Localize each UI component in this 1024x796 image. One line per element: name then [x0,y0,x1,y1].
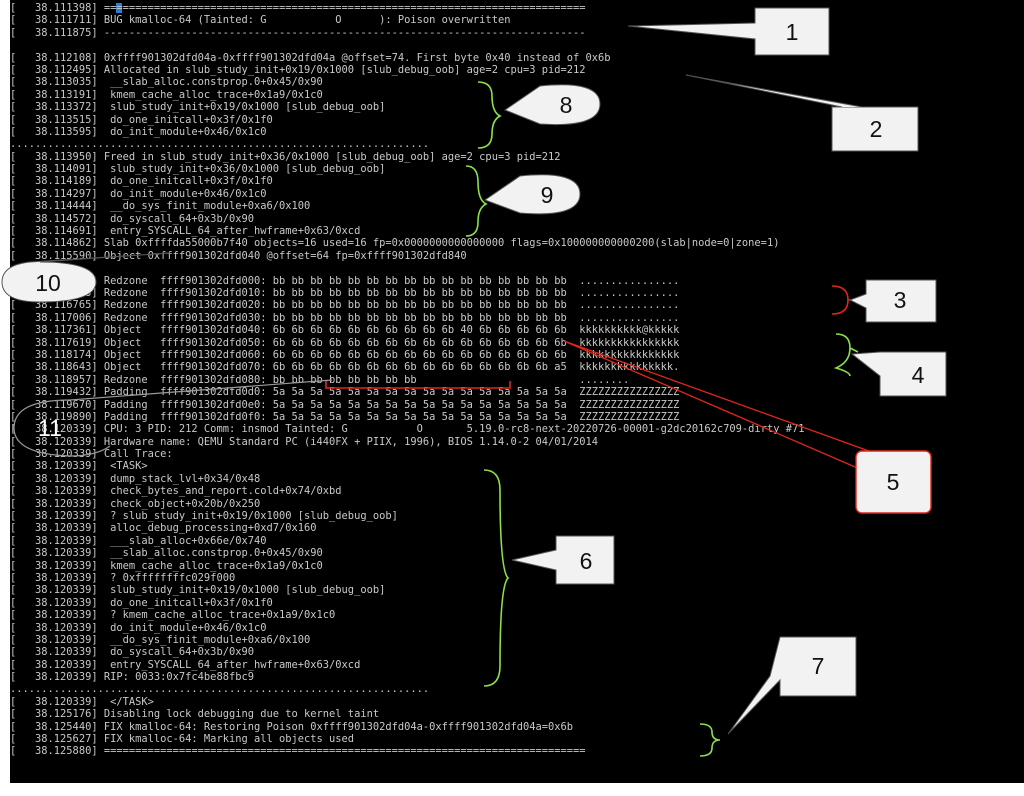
log-line: [ 38.120339] __slab_alloc.constprop.0+0x… [10,547,323,560]
log-line: [ 38.114862] Slab 0xffffda55000b7f40 obj… [10,237,780,250]
log-line: [ 38.120339] ___slab_alloc+0x66e/0x740 [10,534,267,547]
log-line: [ 38.120339] check_bytes_and_report.cold… [10,485,342,498]
log-line: [ 38.120339] entry_SYSCALL_64_after_hwfr… [10,658,361,671]
log-line: [ 38.118174] Object ffff901302dfd060: 6b… [10,348,680,361]
log-line: [ 38.116503] Redzone ffff901302dfd010: b… [10,286,680,299]
log-line: [ 38.112495] Allocated in slub_study_ini… [10,63,586,76]
log-line: [ 38.120339] Hardware name: QEMU Standar… [10,435,599,448]
log-line: [ 38.120339] __do_sys_finit_module+0xa6/… [10,633,311,646]
log-line: [ 38.112108] 0xffff901302dfd04a-0xffff90… [10,51,611,64]
log-line: [ 38.114691] entry_SYSCALL_64_after_hwfr… [10,225,361,238]
log-line: [ 38.119890] Padding ffff901302dfd0f0: 5… [10,410,680,423]
log-line: [ 38.113035] __slab_alloc.constprop.0+0x… [10,76,323,89]
log-line: [ 38.118957] Redzone ffff901302dfd080: b… [10,373,630,386]
log-line: [ 38.125627] FIX kmalloc-64: Marking all… [10,733,355,746]
log-line: [ 38.113191] kmem_cache_alloc_trace+0x1a… [10,88,323,101]
log-line: [ 38.120339] do_one_initcall+0x3f/0x1f0 [10,596,273,609]
log-line: [ 38.120339] ? 0xffffffffc029f000 [10,571,236,584]
log-line: [ 38.120339] Call Trace: [10,448,173,461]
log-line: [ 38.117361] Object ffff901302dfd040: 6b… [10,324,680,337]
log-line: [ 38.120339] dump_stack_lvl+0x34/0x48 [10,472,261,485]
log-line: ........................................… [10,683,430,696]
log-line: [ 38.120339] slub_study_init+0x19/0x1000… [10,584,386,597]
log-line: [ 38.120339] do_syscall_64+0x3b/0x90 [10,646,254,659]
text-cursor [116,3,122,13]
log-line: [ 38.120339] kmem_cache_alloc_trace+0x1a… [10,559,323,572]
log-line: [ 38.120339] RIP: 0033:0x7fc4be88fbc9 [10,671,254,684]
log-line: [ 38.125176] Disabling lock debugging du… [10,708,380,721]
log-line: [ 38.113515] do_one_initcall+0x3f/0x1f0 [10,113,273,126]
log-line: [ 38.114189] do_one_initcall+0x3f/0x1f0 [10,175,273,188]
log-line: [ 38.125440] FIX kmalloc-64: Restoring P… [10,720,574,733]
log-line: [ 38.111398] ===========================… [10,2,586,14]
log-line: [ 38.116250] Redzone ffff901302dfd000: b… [10,274,680,287]
log-line: [ 38.117619] Object ffff901302dfd050: 6b… [10,336,680,349]
log-line: [ 38.114297] do_init_module+0x46/0x1c0 [10,187,267,200]
log-line: [ 38.116765] Redzone ffff901302dfd020: b… [10,299,680,312]
log-line: [ 38.119432] Padding ffff901302dfd0d0: 5… [10,386,680,399]
log-line: [ 38.111875] ---------------------------… [10,26,586,39]
log-line: [ 38.120339] alloc_debug_processing+0xd7… [10,522,317,535]
log-line: [ 38.120339] ? slub_study_init+0x19/0x10… [10,510,398,523]
log-line: [ 38.114444] __do_sys_finit_module+0xa6/… [10,200,311,213]
terminal-window[interactable]: [ 38.111398] ===========================… [10,0,1024,783]
log-line: [ 38.118643] Object ffff901302dfd070: 6b… [10,361,680,374]
log-line: [ 38.115590] Object 0xffff901302dfd040 @… [10,249,467,262]
log-line: [ 38.113595] do_init_module+0x46/0x1c0 [10,125,267,138]
log-line [10,39,1024,51]
log-line: [ 38.113372] slub_study_init+0x19/0x1000… [10,101,386,114]
log-line: [ 38.125880] ===========================… [10,745,586,758]
log-line: [ 38.111711] BUG kmalloc-64 (Tainted: G … [10,14,511,27]
log-line: ........................................… [10,138,430,151]
log-line: [ 38.120339] do_init_module+0x46/0x1c0 [10,621,267,634]
log-line: [ 38.117006] Redzone ffff901302dfd030: b… [10,311,680,324]
log-line: [ 38.114091] slub_study_init+0x36/0x1000… [10,163,386,176]
log-line: [ 38.113950] Freed in slub_study_init+0x… [10,150,561,163]
kernel-log: [ 38.111398] ===========================… [10,2,1024,758]
log-line: [ 38.120339] CPU: 3 PID: 212 Comm: insmo… [10,423,805,436]
log-line: [ 38.120339] <TASK> [10,460,148,473]
log-line: [ 38.120339] ? kmem_cache_alloc_trace+0x… [10,609,336,622]
log-line: [ 38.120339] </TASK> [10,695,154,708]
log-line: [ 38.114572] do_syscall_64+0x3b/0x90 [10,212,254,225]
log-line: [ 38.120339] check_object+0x20b/0x250 [10,497,261,510]
log-line [10,262,1024,274]
log-line: [ 38.119670] Padding ffff901302dfd0e0: 5… [10,398,680,411]
